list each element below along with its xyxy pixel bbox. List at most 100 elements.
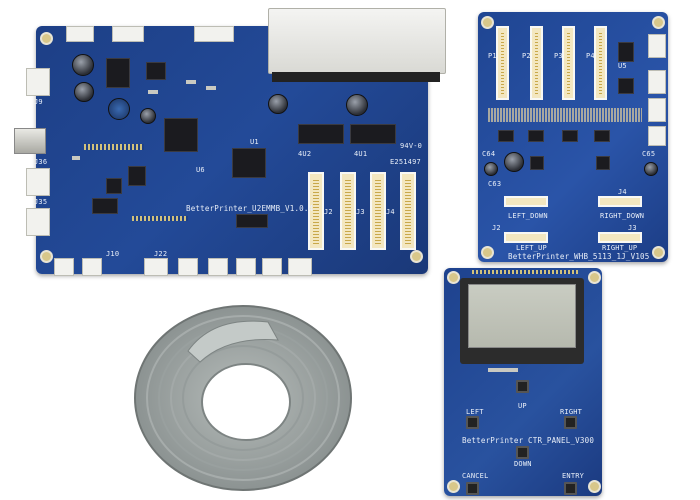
small-chip bbox=[92, 198, 118, 214]
small-chip bbox=[596, 156, 610, 170]
driver-chip bbox=[350, 124, 396, 144]
mounting-hole bbox=[447, 271, 460, 284]
bottom-connector bbox=[236, 258, 256, 276]
mounting-hole bbox=[40, 250, 53, 263]
board-model-label: BetterPrinter CTR_PANEL_V300 bbox=[462, 436, 595, 445]
down-button[interactable] bbox=[516, 446, 529, 459]
bottom-connector bbox=[144, 258, 168, 276]
right-label: RIGHT bbox=[560, 408, 583, 416]
regulator-chip bbox=[106, 58, 130, 88]
smd-component bbox=[488, 368, 518, 372]
label-left-down: LEFT_DOWN bbox=[508, 212, 548, 220]
mounting-hole bbox=[652, 246, 665, 259]
ffc-slot-p2[interactable] bbox=[530, 26, 543, 100]
label-u3: 4U1 bbox=[354, 150, 368, 158]
header-pins bbox=[132, 216, 188, 221]
cpu-chip bbox=[164, 118, 198, 152]
right-button[interactable] bbox=[564, 416, 577, 429]
label-j36: J36 bbox=[34, 158, 48, 166]
label-c65: C65 bbox=[642, 150, 656, 158]
label-p2: P2 bbox=[522, 52, 531, 60]
ffc-slot-p4[interactable] bbox=[594, 26, 607, 100]
mounting-hole bbox=[447, 480, 460, 493]
cancel-button[interactable] bbox=[466, 482, 479, 495]
ffc-slot-right-down[interactable] bbox=[598, 196, 642, 207]
label-c64: C64 bbox=[482, 150, 496, 158]
smd-component bbox=[206, 86, 216, 90]
flat-ribbon-cable-coil bbox=[134, 305, 352, 491]
header-pins bbox=[84, 144, 144, 150]
label-p1: P1 bbox=[488, 52, 497, 60]
label-u6: U6 bbox=[196, 166, 205, 174]
label-right-down: RIGHT_DOWN bbox=[600, 212, 645, 220]
left-connector bbox=[26, 168, 50, 196]
smd-component bbox=[148, 90, 158, 94]
ffc-slot-j1[interactable] bbox=[308, 172, 324, 250]
label-c63: C63 bbox=[488, 180, 502, 188]
capacitor bbox=[74, 82, 94, 102]
side-connector bbox=[648, 98, 666, 122]
ffc-slot-left-up[interactable] bbox=[504, 232, 548, 243]
side-connector bbox=[648, 34, 666, 58]
bottom-connector bbox=[54, 258, 74, 276]
print-head-board: P1 P2 P3 P4 U5 C64 C65 C63 LEFT_DOWN RIG… bbox=[478, 12, 668, 262]
label-p3: P3 bbox=[554, 52, 563, 60]
small-chip bbox=[618, 42, 634, 62]
mounting-hole bbox=[588, 271, 601, 284]
ethernet-jack bbox=[268, 8, 446, 74]
resistor-array bbox=[488, 108, 642, 122]
label-p4: P4 bbox=[586, 52, 595, 60]
label-rohs: 94V-0 bbox=[400, 142, 423, 150]
ffc-slot-j2[interactable] bbox=[340, 172, 356, 250]
mounting-hole bbox=[410, 250, 423, 263]
mosfet-chip bbox=[146, 62, 166, 80]
board-model-label: BetterPrinter_U2EMMB_V1.0.4 bbox=[186, 204, 314, 213]
small-chip bbox=[618, 78, 634, 94]
header-pins bbox=[472, 270, 578, 274]
capacitor bbox=[504, 152, 524, 172]
label-j2: J2 bbox=[324, 208, 333, 216]
top-connector bbox=[66, 26, 94, 42]
mounting-hole bbox=[481, 246, 494, 259]
label-j9: J9 bbox=[34, 98, 43, 106]
mounting-hole bbox=[652, 16, 665, 29]
left-connector bbox=[26, 68, 50, 96]
label-j22: J22 bbox=[154, 250, 168, 258]
capacitor bbox=[484, 162, 498, 176]
lcd-screen bbox=[468, 284, 576, 348]
board-model-label: BetterPrinter_WHB_5113_1J_V105 bbox=[508, 252, 650, 261]
down-label: DOWN bbox=[514, 460, 532, 468]
capacitor bbox=[644, 162, 658, 176]
left-button[interactable] bbox=[466, 416, 479, 429]
top-connector bbox=[194, 26, 234, 42]
up-label: UP bbox=[518, 402, 527, 410]
label-u2: 4U2 bbox=[298, 150, 312, 158]
label-right-up: RIGHT_UP bbox=[602, 244, 638, 252]
usb-port bbox=[14, 128, 46, 154]
control-panel-board: UP LEFT RIGHT DOWN CANCEL ENTRY BetterPr… bbox=[444, 268, 602, 496]
ffc-slot-right-up[interactable] bbox=[598, 232, 642, 243]
top-connector bbox=[112, 26, 144, 42]
label-left-up: LEFT_UP bbox=[516, 244, 547, 252]
label-j2: J2 bbox=[492, 224, 501, 232]
left-connector bbox=[26, 208, 50, 236]
ffc-slot-p1[interactable] bbox=[496, 26, 509, 100]
ffc-slot-p3[interactable] bbox=[562, 26, 575, 100]
mounting-hole bbox=[588, 480, 601, 493]
small-chip bbox=[498, 130, 514, 142]
driver-chip bbox=[298, 124, 344, 144]
smd-component bbox=[72, 156, 80, 160]
ffc-slot-j3[interactable] bbox=[370, 172, 386, 250]
label-j10: J10 bbox=[106, 250, 120, 258]
bottom-connector bbox=[178, 258, 198, 276]
ffc-slot-left-down[interactable] bbox=[504, 196, 548, 207]
fpga-chip bbox=[232, 148, 266, 178]
ffc-slot-j4[interactable] bbox=[400, 172, 416, 250]
up-button[interactable] bbox=[516, 380, 529, 393]
label-j4: J4 bbox=[618, 188, 627, 196]
label-rev: E251497 bbox=[390, 158, 421, 166]
left-label: LEFT bbox=[466, 408, 484, 416]
mounting-hole bbox=[481, 16, 494, 29]
bottom-connector bbox=[82, 258, 102, 276]
entry-button[interactable] bbox=[564, 482, 577, 495]
